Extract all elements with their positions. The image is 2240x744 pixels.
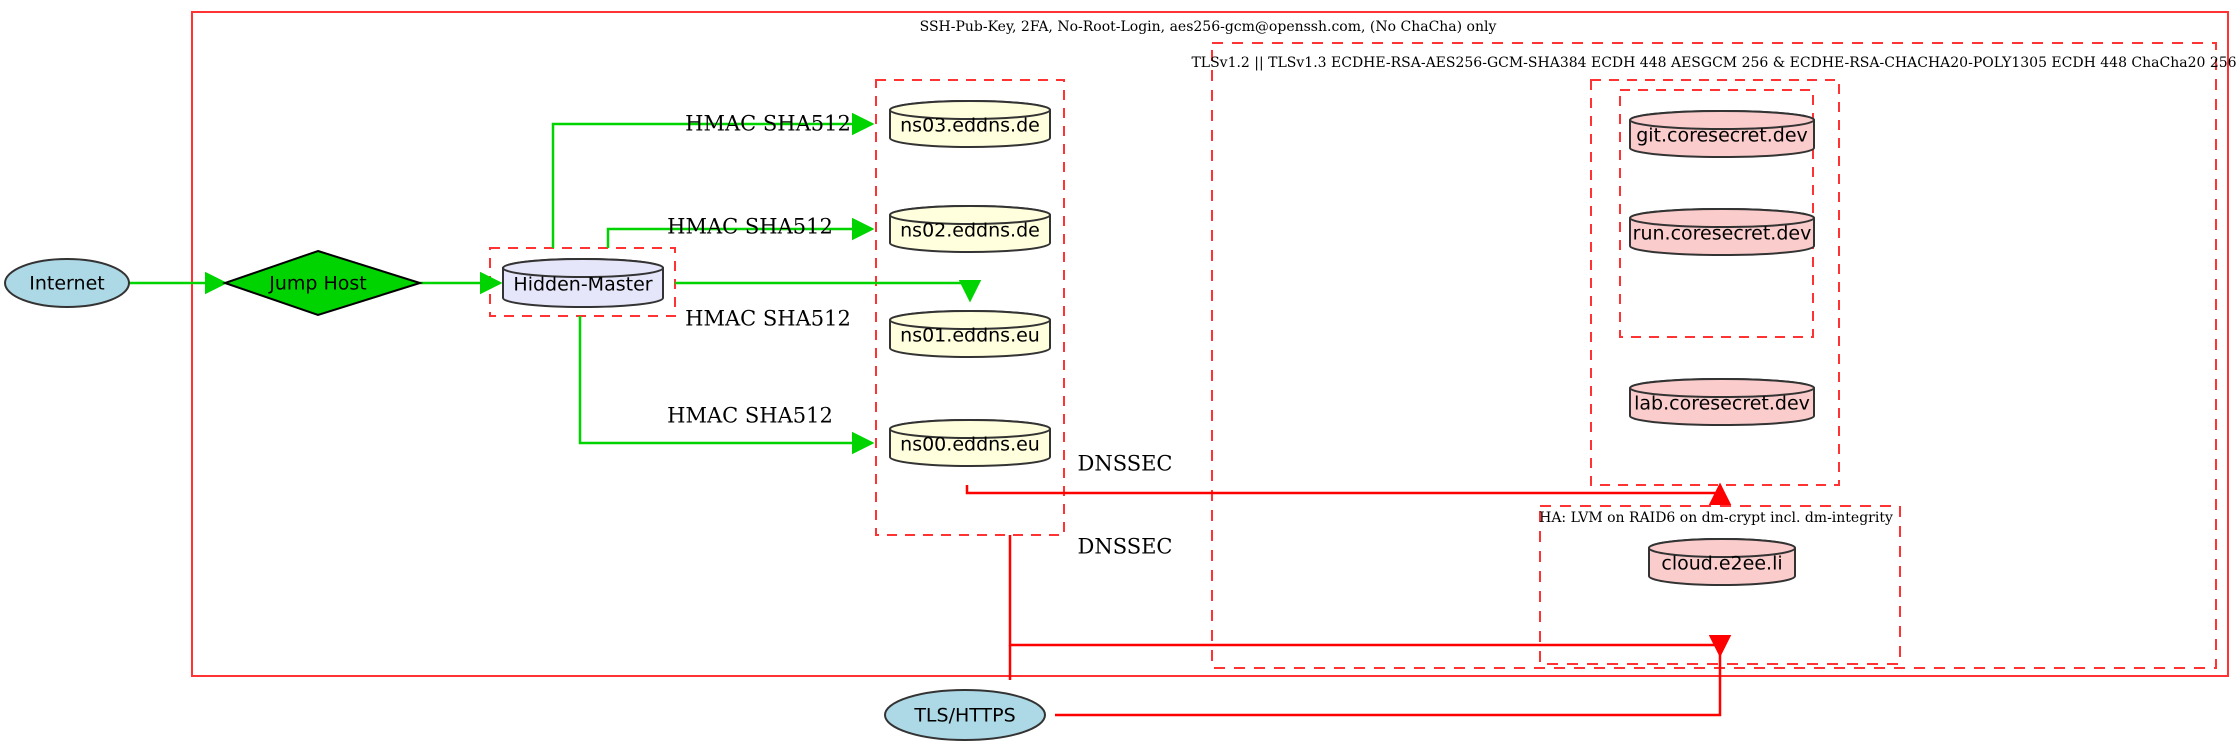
edge-label-hmac-ns01: HMAC SHA512 [685, 307, 851, 331]
cluster-tls [1211, 42, 2217, 669]
cluster-ha [1539, 505, 1901, 665]
node-ns00[interactable]: ns00.eddns.eu [889, 419, 1051, 467]
edge-hiddenmaster-to-ns02 [606, 217, 875, 248]
node-ns00-label: ns00.eddns.eu [900, 434, 1040, 456]
edge-label-hmac-ns03: HMAC SHA512 [685, 112, 851, 136]
edge-label-dnssec-lower: DNSSEC [1077, 535, 1172, 559]
node-cloud-e2ee[interactable]: cloud.e2ee.li [1648, 538, 1796, 586]
node-lab-coresecret-label: lab.coresecret.dev [1634, 393, 1810, 415]
cluster-outer-ssh [191, 11, 2229, 677]
edge-tlshttps-to-cluster [1055, 655, 1722, 717]
cluster-ha-label: HA: LVM on RAID6 on dm-crypt incl. dm-in… [1539, 510, 1893, 526]
node-lab-coresecret[interactable]: lab.coresecret.dev [1629, 378, 1815, 426]
node-ns02[interactable]: ns02.eddns.de [889, 205, 1051, 253]
node-hidden-master-label: Hidden-Master [513, 274, 652, 296]
cluster-dns-servers [875, 79, 1065, 536]
cluster-outer-ssh-label: SSH-Pub-Key, 2FA, No-Root-Login, aes256-… [920, 19, 1497, 35]
node-tls-https-label: TLS/HTTPS [913, 705, 1015, 727]
node-internet-label: Internet [29, 273, 104, 295]
node-ns01[interactable]: ns01.eddns.eu [889, 310, 1051, 358]
node-cloud-e2ee-label: cloud.e2ee.li [1661, 553, 1782, 575]
node-ns03-label: ns03.eddns.de [900, 115, 1040, 137]
node-git-coresecret[interactable]: git.coresecret.dev [1629, 110, 1815, 158]
cluster-tls-label: TLSv1.2 || TLSv1.3 ECDHE-RSA-AES256-GCM-… [1191, 55, 2236, 71]
cluster-coresecret-gitrun [1619, 89, 1814, 338]
edge-dnssec-upper [965, 482, 1732, 505]
edge-hiddenmaster-to-ns03 [551, 112, 875, 248]
edge-hiddenmaster-to-ns00 [578, 316, 875, 455]
edge-dnssec-lower [1008, 535, 1732, 658]
node-internet[interactable]: Internet [4, 258, 130, 308]
edge-hiddenmaster-to-ns01 [675, 280, 982, 303]
node-ns01-label: ns01.eddns.eu [900, 325, 1040, 347]
node-run-coresecret-label: run.coresecret.dev [1633, 223, 1812, 245]
edge-label-hmac-ns02: HMAC SHA512 [667, 215, 833, 239]
node-ns03[interactable]: ns03.eddns.de [889, 100, 1051, 148]
node-jump-host-label: Jump Host [268, 273, 367, 295]
edge-label-dnssec-upper: DNSSEC [1077, 452, 1172, 476]
node-run-coresecret[interactable]: run.coresecret.dev [1629, 208, 1815, 256]
node-git-coresecret-label: git.coresecret.dev [1636, 125, 1808, 147]
node-jump-host[interactable]: Jump Host [221, 249, 424, 317]
node-hidden-master[interactable]: Hidden-Master [502, 258, 664, 308]
edge-label-hmac-ns00: HMAC SHA512 [667, 404, 833, 428]
node-ns02-label: ns02.eddns.de [900, 220, 1040, 242]
node-tls-https[interactable]: TLS/HTTPS [884, 689, 1046, 741]
